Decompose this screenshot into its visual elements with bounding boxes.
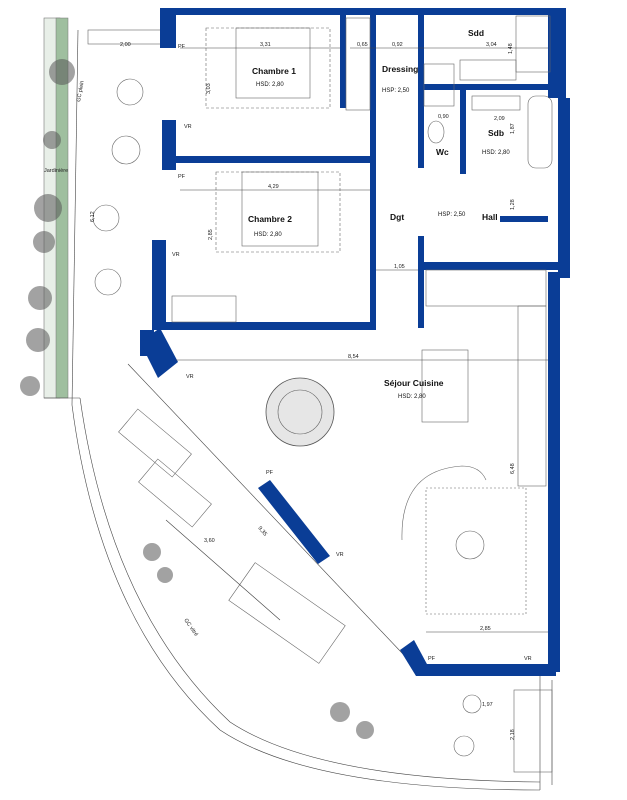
beds [171, 17, 371, 323]
chambre1-height: HSD: 2,80 [256, 82, 284, 88]
tag-vr: VR [172, 252, 180, 258]
dim-1-97: 1,97 [482, 702, 493, 708]
gc-plein-label: GC plein [76, 80, 86, 102]
living-area [401, 465, 527, 615]
sdb-height: HSD: 2,80 [482, 150, 510, 156]
dim-4-29: 4,29 [268, 184, 279, 190]
tag-pf: PF [266, 470, 274, 476]
dim-1-48: 1,48 [508, 43, 514, 54]
balcony-outline [71, 363, 553, 791]
dim-1-05: 1,05 [394, 264, 405, 270]
kitchen [421, 269, 547, 487]
dgt-name: Dgt [390, 212, 404, 222]
dressing-height: HSP: 2,50 [382, 88, 410, 94]
chambre2-name: Chambre 2 [248, 214, 292, 224]
dim-3-31: 3,31 [260, 42, 271, 48]
dim-6-12: 6,12 [90, 211, 96, 222]
walls [140, 8, 570, 676]
tag-vr: VR [524, 656, 532, 662]
dim-2-00: 2,00 [120, 42, 131, 48]
dim-9-35: 9,35 [256, 525, 267, 537]
dim-8-54: 8,54 [348, 354, 359, 360]
bathroom-fixtures [423, 15, 553, 169]
hall-height: HSP: 2,50 [438, 212, 466, 218]
dim-3-60: 3,60 [204, 538, 215, 544]
dim-0-90: 0,90 [438, 114, 449, 120]
tag-pf: PF [178, 174, 186, 180]
balcony-furniture [118, 408, 482, 757]
tag-pf: PF [428, 656, 436, 662]
opening-tags: PF VR PF VR VR PF VR PF VR [172, 44, 532, 662]
sejour-height: HSD: 2,80 [398, 394, 426, 400]
tag-vr: VR [184, 124, 192, 130]
hall-name: Hall [482, 212, 498, 222]
dim-2-18: 2,18 [510, 729, 516, 740]
dimension-values: 2,00 3,31 0,65 0,92 3,04 1,48 3,03 0,90 … [90, 42, 516, 740]
tag-vr: VR [336, 552, 344, 558]
jardiniere-label: Jardinière [44, 168, 68, 174]
chambre1-name: Chambre 1 [252, 66, 296, 76]
dim-2-85: 2,85 [208, 229, 214, 240]
dim-2-09: 2,09 [494, 116, 505, 122]
dim-1-28: 1,28 [510, 199, 516, 210]
dim-2-85b: 2,85 [480, 626, 491, 632]
dim-6-48: 6,48 [510, 463, 516, 474]
dim-0-65: 0,65 [357, 42, 368, 48]
dining-table [265, 377, 335, 447]
gc-vitre-label: GC vitré [182, 618, 198, 638]
sdb-name: Sdb [488, 128, 504, 138]
sejour-name: Séjour Cuisine [384, 378, 444, 388]
dim-3-04: 3,04 [486, 42, 497, 48]
chambre2-height: HSD: 2,80 [254, 232, 282, 238]
dimension-lines [165, 47, 548, 633]
dim-0-92: 0,92 [392, 42, 403, 48]
dressing-name: Dressing [382, 64, 418, 74]
tag-pf: PF [178, 44, 186, 50]
wc-name: Wc [436, 147, 449, 157]
dim-3-03: 3,03 [206, 83, 212, 94]
sdd-name: Sdd [468, 28, 484, 38]
dim-1-87: 1,87 [510, 123, 516, 134]
room-labels: Chambre 1 HSD: 2,80 Dressing HSP: 2,50 S… [248, 28, 510, 400]
jardiniere-strip [20, 17, 80, 406]
tag-vr: VR [186, 374, 194, 380]
